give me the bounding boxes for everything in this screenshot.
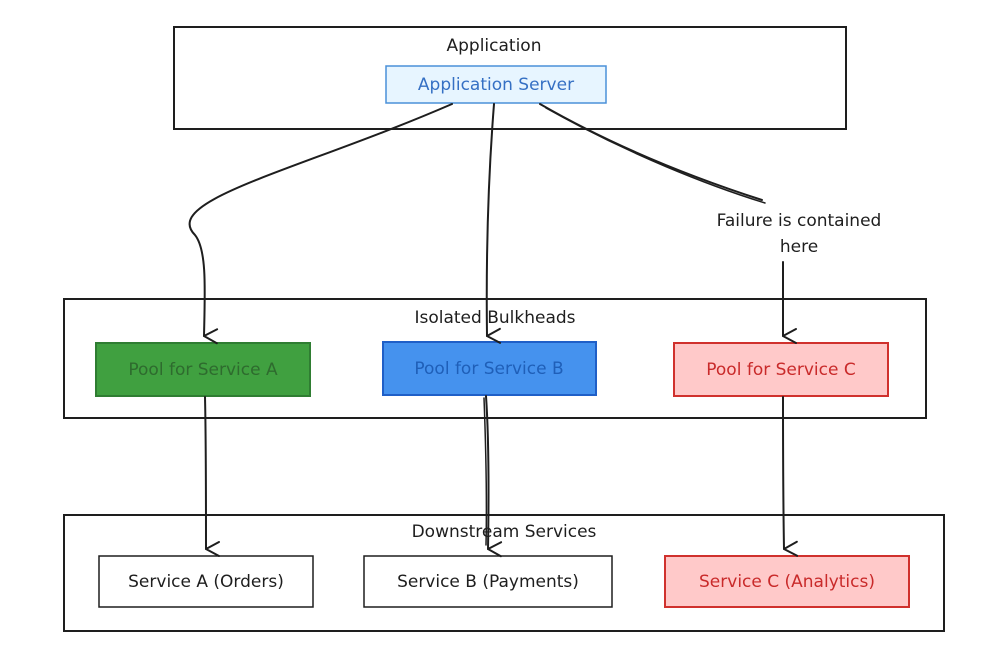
service-a-label: Service A (Orders) [128,572,284,592]
application-server-box [385,65,607,104]
edge-app-to-pool-b [485,103,502,344]
edge-pool-a-to-service-a [204,396,221,557]
service-b-box [363,555,613,608]
edge-app-to-pool-c [539,103,763,201]
pool-b-label: Pool for Service B [414,359,563,379]
application-group-frame [173,26,847,130]
pool-a-node[interactable]: Pool for Service A [95,342,311,397]
service-c-label: Service C (Analytics) [699,572,875,592]
bulkheads-group-title: Isolated Bulkheads [414,308,575,328]
failure-label-line-2: here [780,237,818,257]
pool-a-label: Pool for Service A [128,360,278,380]
bulkheads-group: Isolated Bulkheads [63,298,927,419]
edge-pool-b-to-service-b-double [483,397,488,546]
edge-app-to-pool-c-double [545,107,766,204]
pool-c-node[interactable]: Pool for Service C [673,342,889,397]
pool-a-box [95,342,311,397]
service-a-box [98,555,314,608]
failure-contained-label: Failure is contained here [717,211,882,257]
service-b-label: Service B (Payments) [397,572,579,592]
application-group-title: Application [447,36,542,56]
service-b-node[interactable]: Service B (Payments) [363,555,613,608]
pool-c-box [673,342,889,397]
edge-app-to-pool-a [188,103,453,345]
application-server-label: Application Server [418,75,574,95]
pool-b-node[interactable]: Pool for Service B [382,341,597,396]
bulkheads-group-frame [63,298,927,419]
application-server-node[interactable]: Application Server [385,65,607,104]
pool-c-label: Pool for Service C [706,360,855,380]
downstream-group: Downstream Services [63,514,945,632]
downstream-group-frame [63,514,945,632]
edge-pool-b-to-service-b [485,395,503,558]
failure-label-line-1: Failure is contained [717,211,882,231]
downstream-group-title: Downstream Services [412,522,597,542]
service-c-node[interactable]: Service C (Analytics) [664,555,910,608]
service-a-node[interactable]: Service A (Orders) [98,555,314,608]
edge-pool-c-to-service-c [782,396,799,557]
application-group: Application [173,26,847,130]
